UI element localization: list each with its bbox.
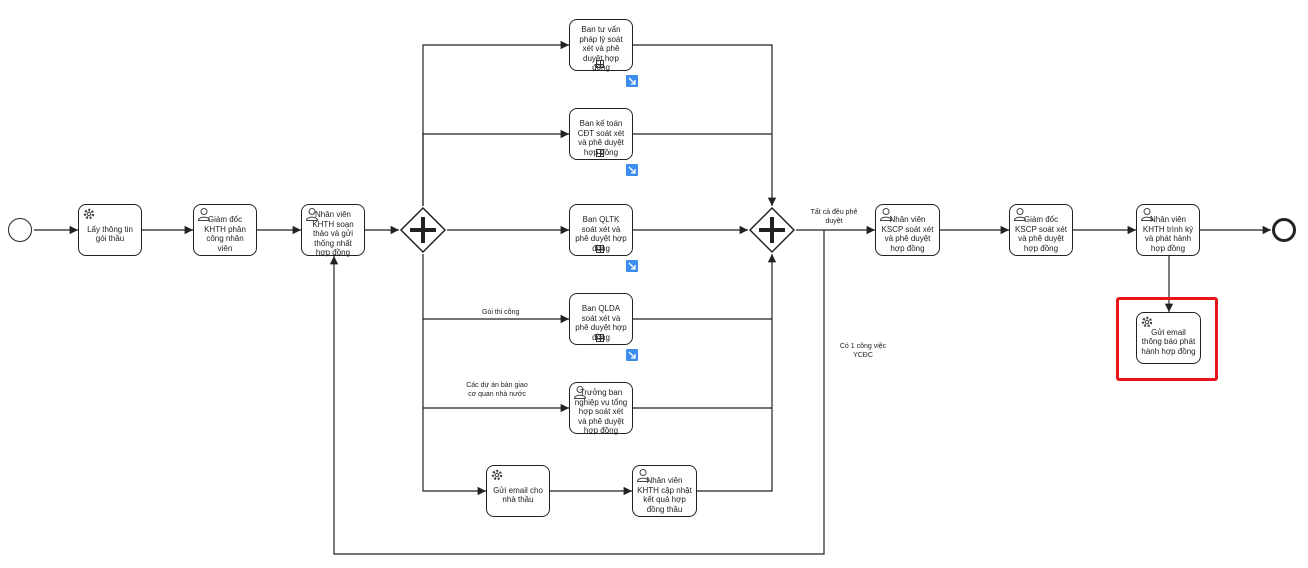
user-icon bbox=[879, 208, 893, 221]
flow-label-tat-ca-deu-phe-duyet: Tất cả đều phê duyệt bbox=[810, 209, 858, 225]
drill-down-icon[interactable] bbox=[626, 75, 638, 87]
task-label: Nhân viên KSCP soát xét và phê duyệt hợp… bbox=[881, 215, 934, 253]
task-nhan-vien-khth-soan-thao[interactable]: Nhân viên KHTH soạn thảo và gửi thống nh… bbox=[301, 204, 365, 258]
drill-down-icon[interactable] bbox=[626, 164, 638, 176]
start-event[interactable] bbox=[8, 218, 32, 242]
flow-split-e1 bbox=[422, 408, 486, 496]
task-ban-ke-toan-cdt[interactable]: Ban kế toán CĐT soát xét và phê duyệt hợ… bbox=[569, 108, 633, 160]
task-nhan-vien-kscp[interactable]: Nhân viên KSCP soát xét và phê duyệt hợp… bbox=[875, 204, 940, 256]
task-label: Lấy thông tin gói thầu bbox=[87, 224, 133, 244]
flow-split-b1 bbox=[422, 40, 569, 206]
task-label: Gửi email thông báo phát hành hợp đồng bbox=[1141, 327, 1196, 356]
task-lay-thong-tin-goi-thau[interactable]: Lấy thông tin gói thầu bbox=[78, 204, 142, 256]
user-icon bbox=[1013, 208, 1027, 221]
task-label: Gửi email cho nhà thầu bbox=[493, 485, 543, 505]
task-gui-email-thong-bao-phat-hanh[interactable]: Gửi email thông báo phát hành hợp đồng bbox=[1136, 312, 1201, 364]
task-label: Trưởng ban nghiệp vụ tổng hợp soát xét v… bbox=[574, 388, 628, 436]
subprocess-marker-icon bbox=[596, 334, 604, 342]
subprocess-marker-icon bbox=[596, 149, 604, 157]
task-label: Nhân viên KHTH cập nhật kết quả hợp đồng… bbox=[637, 476, 692, 514]
drill-down-icon[interactable] bbox=[626, 349, 638, 361]
task-nhan-vien-khth-cap-nhat[interactable]: Nhân viên KHTH cập nhật kết quả hợp đồng… bbox=[632, 465, 697, 517]
task-ban-qltk[interactable]: Ban QLTK soát xét và phê duyệt hợp đồng bbox=[569, 204, 633, 256]
drill-down-icon[interactable] bbox=[626, 260, 638, 272]
task-giam-doc-kscp[interactable]: Giám đốc KSCP soát xét và phê duyệt hợp … bbox=[1009, 204, 1073, 256]
task-nhan-vien-khth-trinh-ky[interactable]: Nhân viên KHTH trình ký và phát hành hợp… bbox=[1136, 204, 1200, 256]
flow-label-co-1-cong-viec: Có 1 công việc YCĐC bbox=[839, 343, 887, 359]
task-label: Giám đốc KHTH phân công nhân viên bbox=[204, 215, 246, 253]
task-gui-email-cho-nha-thau[interactable]: Gửi email cho nhà thầu bbox=[486, 465, 550, 517]
task-label: Giám đốc KSCP soát xét và phê duyệt hợp … bbox=[1015, 215, 1067, 253]
gear-icon bbox=[83, 208, 95, 220]
user-icon bbox=[305, 208, 319, 221]
flow-loop-back bbox=[329, 230, 825, 555]
flow-join-e2 bbox=[697, 253, 777, 492]
task-ban-qlda[interactable]: Ban QLDA soát xét và phê duyệt hợp đồng bbox=[569, 293, 633, 345]
flow-join-b1 bbox=[633, 44, 777, 206]
task-label: Nhân viên KHTH soạn thảo và gửi thống nh… bbox=[312, 210, 354, 258]
user-icon bbox=[197, 208, 211, 221]
task-giam-doc-khth-phan-cong[interactable]: Giám đốc KHTH phân công nhân viên bbox=[193, 204, 257, 256]
user-icon bbox=[636, 469, 650, 482]
parallel-split-gateway[interactable] bbox=[399, 206, 447, 254]
flow-label-cac-du-an: Các dự án bàn giao cơ quan nhà nước bbox=[466, 382, 528, 398]
parallel-join-gateway[interactable] bbox=[748, 206, 796, 254]
task-label: Nhân viên KHTH trình ký và phát hành hợp… bbox=[1142, 215, 1194, 253]
flow-split-b2 bbox=[422, 129, 569, 206]
flow-label-goi-thi-cong: Gói thi công bbox=[482, 309, 520, 316]
gear-icon bbox=[491, 469, 503, 481]
task-truong-ban-nghiep-vu[interactable]: Trưởng ban nghiệp vụ tổng hợp soát xét v… bbox=[569, 382, 633, 436]
user-icon bbox=[1140, 208, 1154, 221]
end-event[interactable] bbox=[1272, 218, 1296, 242]
gear-icon bbox=[1141, 316, 1153, 328]
selection-highlight bbox=[1116, 297, 1218, 381]
task-ban-tu-van-phap-ly[interactable]: Ban tư vấn pháp lý soát xét và phê duyệt… bbox=[569, 19, 633, 72]
subprocess-marker-icon bbox=[596, 60, 604, 68]
user-icon bbox=[573, 386, 587, 399]
subprocess-marker-icon bbox=[596, 245, 604, 253]
